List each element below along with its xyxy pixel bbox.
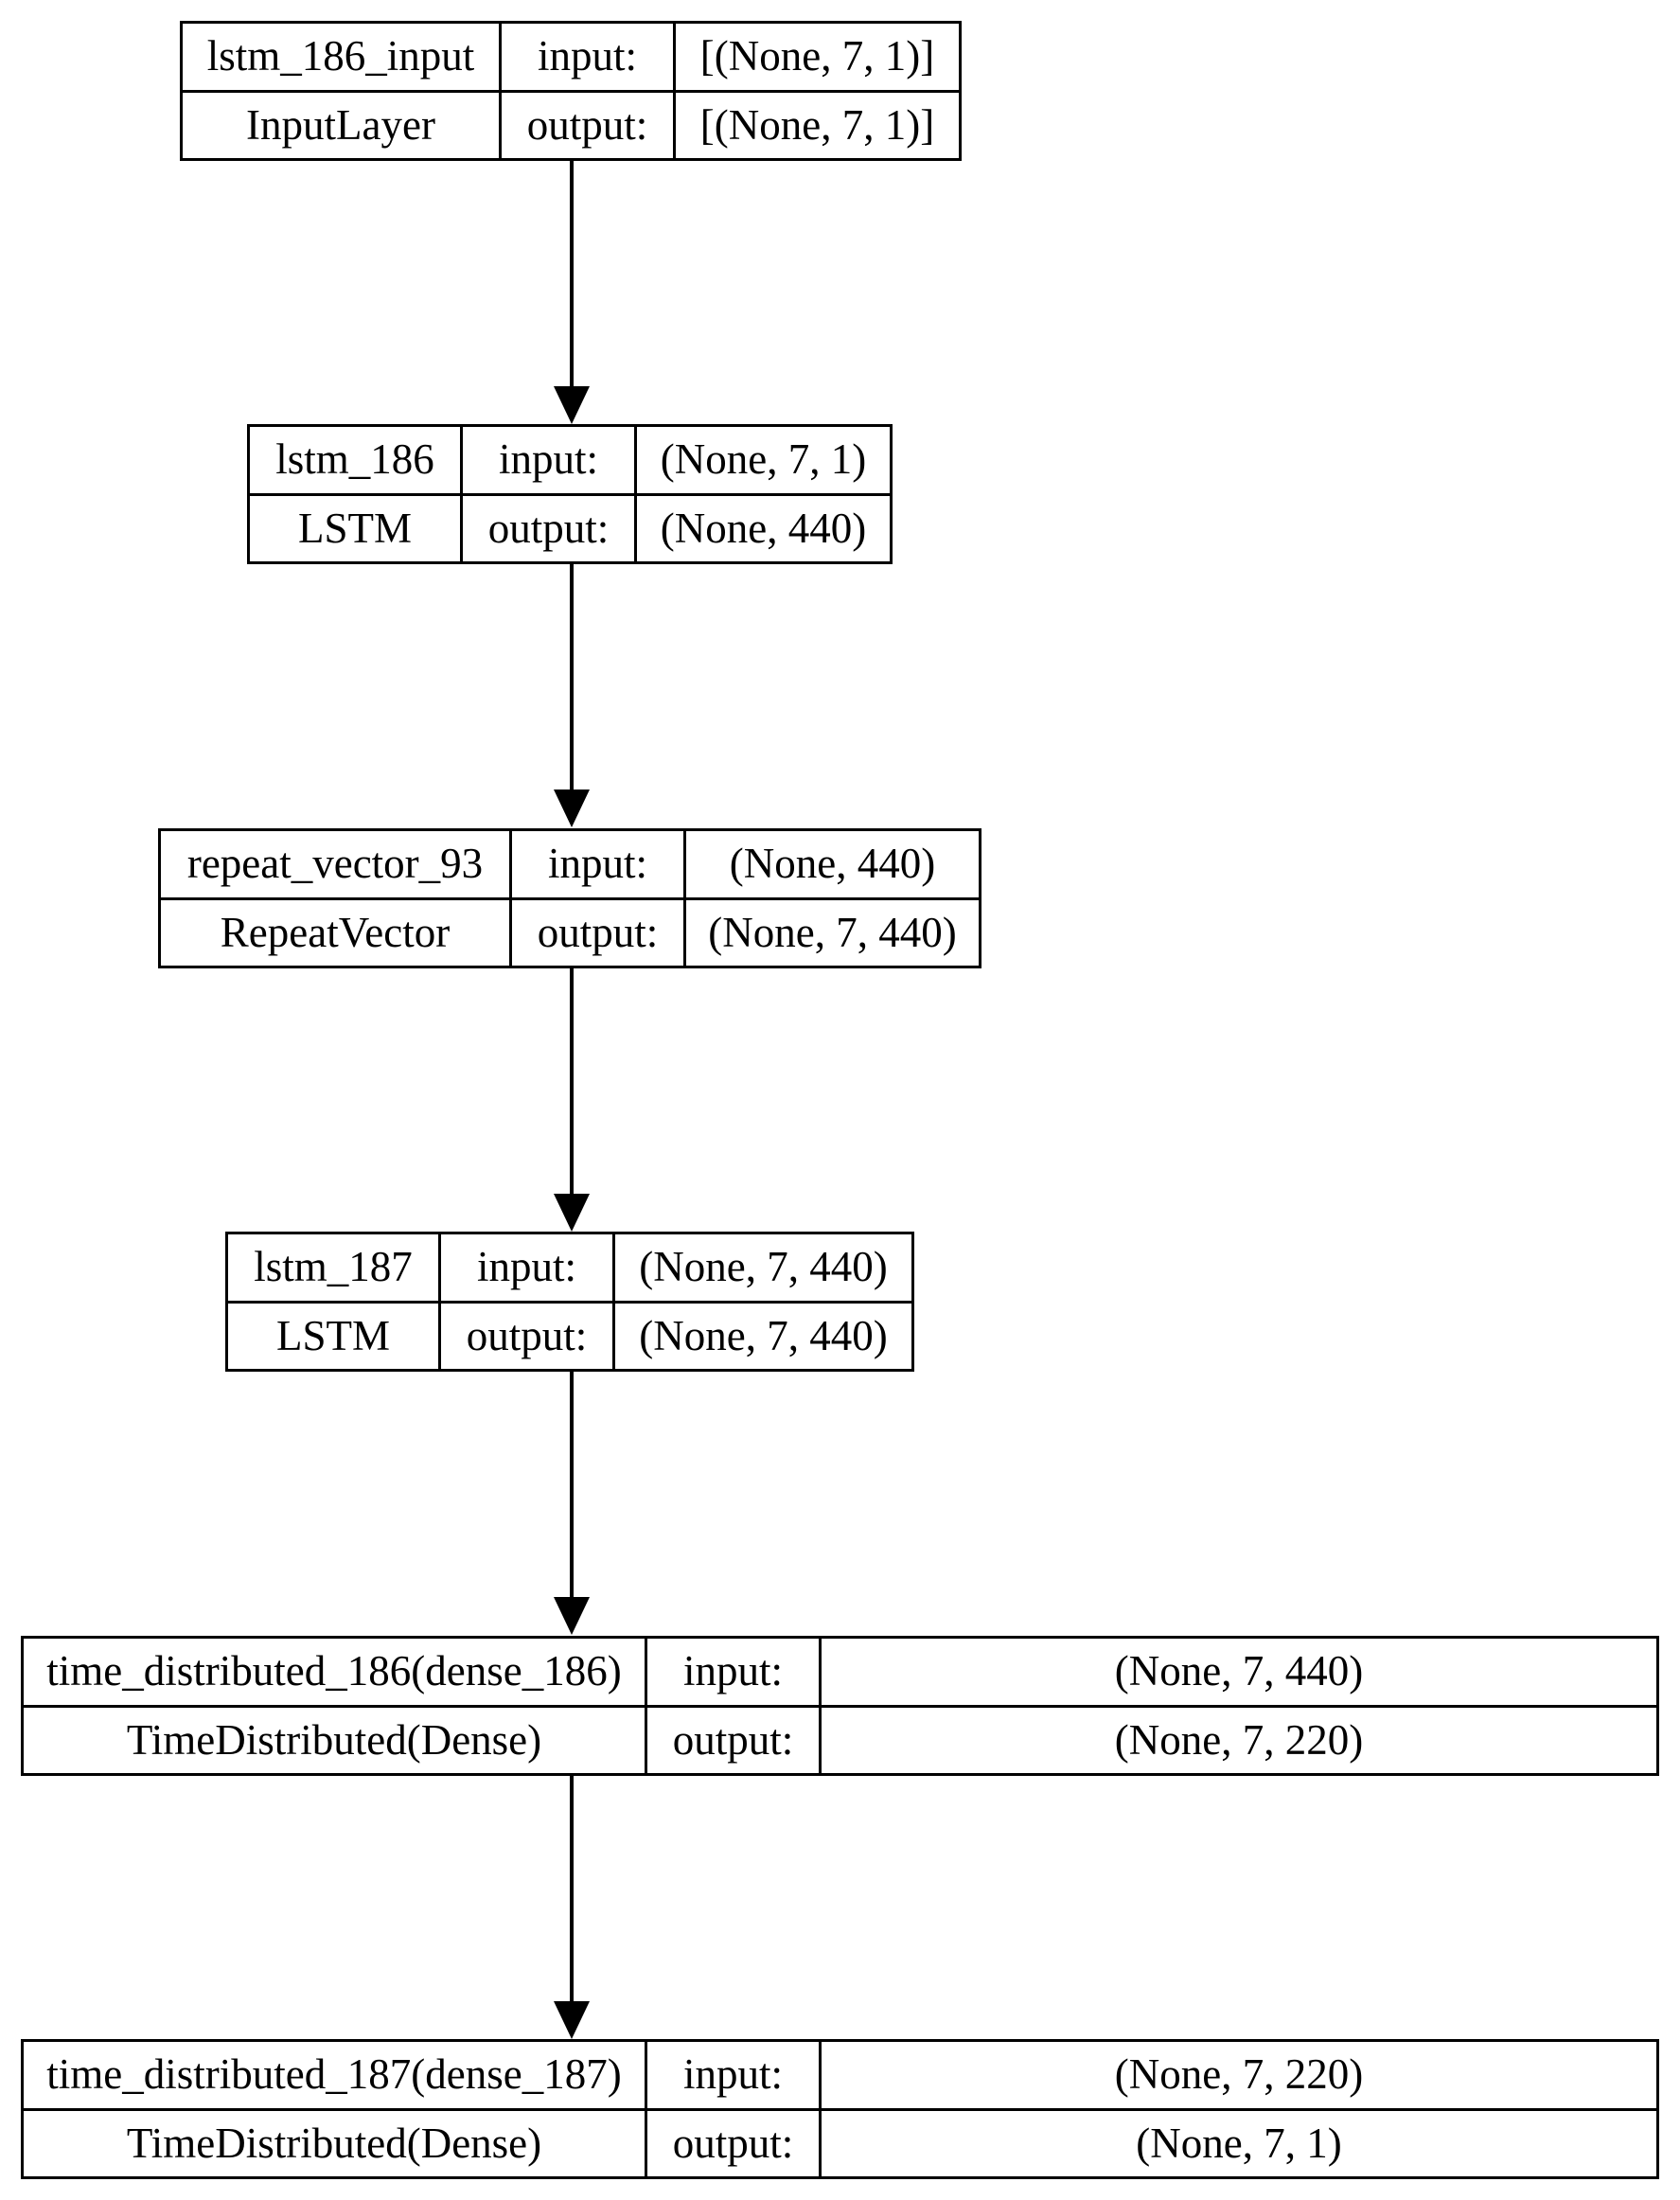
edge-shaft <box>570 1372 574 1599</box>
input-label: input: <box>438 1234 612 1301</box>
input-shape: [(None, 7, 1)] <box>673 24 959 90</box>
layer-name: repeat_vector_93 <box>186 840 484 888</box>
output-shape: (None, 7, 440) <box>683 899 979 966</box>
layer-class: RepeatVector <box>220 908 451 956</box>
input-label: input: <box>499 24 673 90</box>
layer-node-input-row: time_distributed_186(dense_186) input: (… <box>24 1639 1656 1708</box>
layer-node-output-row: TimeDistributed(Dense) output: (None, 7,… <box>24 2110 1656 2176</box>
layer-class: TimeDistributed(Dense) <box>126 2119 542 2167</box>
input-shape: (None, 7, 1) <box>634 427 890 493</box>
edge-shaft <box>570 564 574 791</box>
layer-node-lstm-186-input[interactable]: lstm_186_input input: [(None, 7, 1)] Inp… <box>180 21 962 161</box>
output-label: output: <box>438 1303 612 1369</box>
layer-node-lstm-187[interactable]: lstm_187 input: (None, 7, 440) LSTM outp… <box>225 1232 914 1372</box>
layer-node-time-distributed-186[interactable]: time_distributed_186(dense_186) input: (… <box>21 1636 1659 1776</box>
output-label: output: <box>645 2110 819 2176</box>
input-label: input: <box>645 1639 819 1705</box>
output-shape: (None, 440) <box>634 495 890 561</box>
layer-name: time_distributed_186(dense_186) <box>46 1647 622 1695</box>
layer-node-output-row: LSTM output: (None, 7, 440) <box>228 1303 911 1369</box>
input-shape: (None, 7, 440) <box>612 1234 911 1301</box>
edge-shaft <box>570 1776 574 2003</box>
input-shape: (None, 7, 220) <box>819 2042 1656 2108</box>
layer-node-input-row: lstm_186_input input: [(None, 7, 1)] <box>183 24 959 93</box>
edge-arrowhead-icon <box>554 386 590 424</box>
layer-node-time-distributed-187[interactable]: time_distributed_187(dense_187) input: (… <box>21 2039 1659 2179</box>
layer-class: TimeDistributed(Dense) <box>126 1715 542 1764</box>
output-label: output: <box>509 899 683 966</box>
output-label: output: <box>499 92 673 158</box>
input-label: input: <box>645 2042 819 2108</box>
layer-class: LSTM <box>297 504 412 552</box>
output-shape: (None, 7, 220) <box>819 1707 1656 1773</box>
layer-node-output-row: InputLayer output: [(None, 7, 1)] <box>183 92 959 158</box>
edge-arrowhead-icon <box>554 1194 590 1232</box>
output-label: output: <box>460 495 634 561</box>
input-label: input: <box>509 831 683 897</box>
input-label: input: <box>460 427 634 493</box>
layer-node-input-row: time_distributed_187(dense_187) input: (… <box>24 2042 1656 2111</box>
layer-node-output-row: LSTM output: (None, 440) <box>250 495 890 561</box>
edge-shaft <box>570 161 574 388</box>
layer-name: lstm_186 <box>275 435 434 484</box>
input-shape: (None, 7, 440) <box>819 1639 1656 1705</box>
layer-node-output-row: TimeDistributed(Dense) output: (None, 7,… <box>24 1707 1656 1773</box>
layer-name: lstm_186_input <box>206 32 475 80</box>
edge-shaft <box>570 968 574 1196</box>
layer-name: time_distributed_187(dense_187) <box>46 2050 622 2099</box>
edge-arrowhead-icon <box>554 2001 590 2039</box>
layer-node-output-row: RepeatVector output: (None, 7, 440) <box>161 899 979 966</box>
layer-node-repeat-vector-93[interactable]: repeat_vector_93 input: (None, 440) Repe… <box>158 828 981 968</box>
layer-node-input-row: lstm_186 input: (None, 7, 1) <box>250 427 890 496</box>
edge-arrowhead-icon <box>554 790 590 827</box>
edge-arrowhead-icon <box>554 1597 590 1635</box>
output-label: output: <box>645 1707 819 1773</box>
layer-node-input-row: lstm_187 input: (None, 7, 440) <box>228 1234 911 1304</box>
layer-node-lstm-186[interactable]: lstm_186 input: (None, 7, 1) LSTM output… <box>247 424 893 564</box>
layer-name: lstm_187 <box>254 1243 413 1291</box>
output-shape: [(None, 7, 1)] <box>673 92 959 158</box>
layer-class: LSTM <box>275 1311 390 1359</box>
layer-class: InputLayer <box>246 100 435 149</box>
input-shape: (None, 440) <box>683 831 979 897</box>
layer-node-input-row: repeat_vector_93 input: (None, 440) <box>161 831 979 900</box>
output-shape: (None, 7, 1) <box>819 2110 1656 2176</box>
output-shape: (None, 7, 440) <box>612 1303 911 1369</box>
